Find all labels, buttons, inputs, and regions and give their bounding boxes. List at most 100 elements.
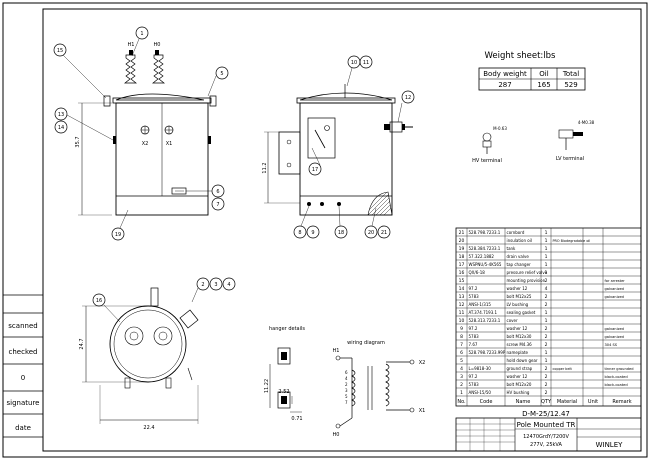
title-block: D-M-25/12.47 Pole Mounted TR 12470GrdY/7…: [455, 410, 642, 452]
label-x2: X2: [142, 141, 149, 147]
wiring-x2: X2: [419, 360, 426, 366]
parts-row-qty: 1: [545, 238, 548, 244]
tap-7: 7: [345, 400, 348, 405]
parts-row-qty: 2: [545, 342, 548, 348]
parts-row-no: 8: [460, 334, 463, 340]
parts-row-no: 6: [460, 350, 463, 356]
parts-row-qty: 1: [545, 254, 548, 260]
parts-row-remark: black-coated: [605, 375, 628, 379]
label-x1: X1: [166, 141, 173, 147]
parts-row-qty: 2: [545, 374, 548, 380]
tap-3: 3: [345, 388, 348, 393]
parts-row-no: 10: [459, 318, 465, 324]
parts-row-qty: 1: [545, 262, 548, 268]
parts-row-qty: 2: [545, 326, 548, 332]
parts-row-name: nameplate: [507, 350, 529, 355]
parts-row-no: 19: [459, 246, 465, 252]
parts-row-name: screw M4.36: [507, 342, 533, 347]
parts-row-name: cover: [507, 318, 518, 323]
signoff-scanned: scanned: [8, 322, 37, 330]
parts-row-name: LV bushing: [507, 302, 529, 307]
parts-row-remark: galvanized: [605, 327, 624, 331]
parts-row-no: 4: [460, 366, 463, 372]
parts-row-name: ground strap: [507, 366, 533, 371]
wiring-h0: H0: [333, 432, 340, 438]
signoff-revision: 0: [21, 374, 25, 382]
parts-row-material: copper belt: [553, 367, 573, 371]
hv-terminal-dim: M-0.63: [493, 126, 507, 131]
parts-row-remark: 304 SS: [605, 343, 618, 347]
callout-5: 5: [220, 71, 223, 77]
parts-row-name: bolt M12x25: [507, 294, 532, 299]
parts-row-qty: 2: [545, 294, 548, 300]
weight-sheet: Weight sheet:lbs Body weight Oil Total 2…: [478, 51, 586, 91]
parts-row-qty: 1: [545, 350, 548, 356]
title-code: D-M-25/12.47: [522, 410, 570, 418]
label-h1: H1: [128, 42, 135, 48]
weight-value-oil: 165: [537, 81, 550, 89]
parts-row-remark: galvanized: [605, 287, 624, 291]
signoff-checked: checked: [9, 348, 38, 356]
parts-row-code: L=9818-30: [469, 366, 492, 371]
parts-row-qty: 1: [545, 310, 548, 316]
callout-3: 3: [214, 282, 217, 288]
parts-header-cell: No.: [457, 399, 466, 405]
parts-row-name: bolt M12x30: [507, 334, 532, 339]
parts-row-qty: 2: [545, 334, 548, 340]
tap-5: 5: [345, 394, 348, 399]
weight-header-oil: Oil: [539, 70, 548, 78]
parts-row-code: ANSI-1/315: [469, 302, 492, 307]
parts-row-no: 12: [459, 302, 465, 308]
parts-row-code: 7.67: [469, 342, 478, 347]
parts-header-cell: Code: [480, 399, 493, 405]
parts-row-no: 7: [460, 342, 463, 348]
parts-row-no: 5: [460, 358, 463, 364]
parts-row-no: 18: [459, 254, 465, 260]
callout-19: 19: [115, 232, 121, 238]
parts-row-qty: 1: [545, 358, 548, 364]
hanger-dim-b: 0.71: [291, 416, 302, 422]
parts-row-no: 2: [460, 382, 463, 388]
hanger-dim-a: 2.52: [278, 389, 289, 395]
callout-15: 15: [57, 48, 63, 54]
parts-row-no: 16: [459, 270, 465, 276]
parts-row-name: washer 12: [507, 374, 528, 379]
parts-row-no: 3: [460, 374, 463, 380]
parts-row-code: QX/6-18: [469, 270, 486, 275]
parts-row-name: washer 12: [507, 326, 528, 331]
callout-12: 12: [405, 95, 411, 101]
parts-row-name: HV bushing: [507, 390, 530, 395]
signoff-column: scanned checked 0 signature date: [3, 294, 43, 438]
weight-header-body: Body weight: [483, 70, 527, 78]
callout-11: 11: [363, 60, 369, 66]
parts-row-qty: 2: [545, 302, 548, 308]
label-h0: H0: [154, 42, 161, 48]
parts-row-name: sealing gasket: [507, 310, 536, 315]
title-name: Pole Mounted TR: [517, 421, 576, 429]
parts-header-cell: Material: [557, 399, 577, 405]
parts-row-remark: for arrester: [605, 279, 626, 283]
callout-6: 6: [216, 189, 219, 195]
weight-value-total: 529: [564, 81, 577, 89]
parts-row-no: 13: [459, 294, 465, 300]
tap-6: 6: [345, 370, 348, 375]
parts-row-code: 528.384.7233.1: [469, 246, 501, 251]
parts-row-no: 21: [459, 230, 465, 236]
parts-row-no: 14: [459, 286, 465, 292]
weight-header-total: Total: [562, 70, 579, 78]
parts-row-qty: 2: [545, 390, 548, 396]
parts-row-no: 9: [460, 326, 463, 332]
wiring-diagram-title: wiring diagram: [347, 340, 385, 346]
dimension-bracket: 11.2: [262, 162, 268, 173]
parts-row-qty: 1: [545, 318, 548, 324]
callout-21: 21: [381, 230, 387, 236]
parts-row-remark: galvanized: [605, 295, 624, 299]
parts-row-code: 5783: [469, 294, 480, 299]
parts-row-code: 57.322.1882: [469, 254, 495, 259]
parts-row-name: mounting provision: [507, 278, 546, 283]
lv-terminal-dim: 4-M0.38: [578, 120, 595, 125]
hanger-details-title: hanger details: [269, 326, 305, 332]
parts-row-code: 97.2: [469, 374, 478, 379]
wiring-x1: X1: [419, 408, 426, 414]
